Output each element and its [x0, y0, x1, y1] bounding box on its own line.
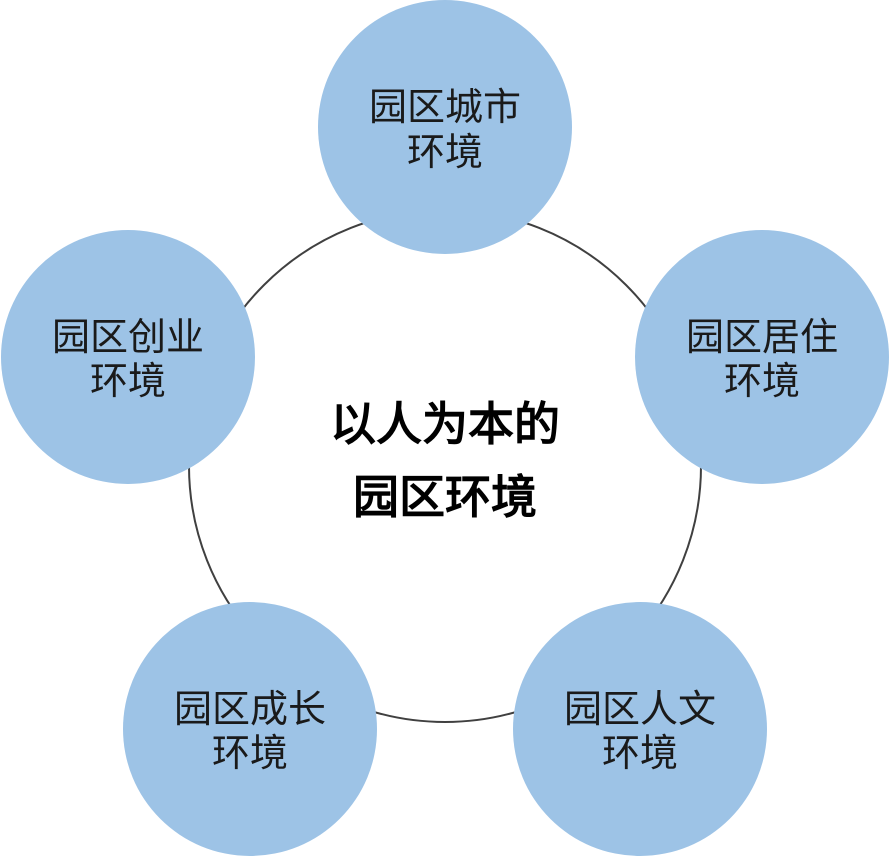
- node-city-environment: 园区城市 环境: [318, 0, 572, 254]
- node-startup-environment: 园区创业 环境: [1, 230, 255, 484]
- node-label-line-1: 园区城市: [369, 85, 521, 129]
- center-title-line-1: 以人为本的: [330, 397, 560, 451]
- node-circle: [123, 602, 377, 856]
- node-label-line-2: 环境: [407, 130, 483, 174]
- node-circle: [1, 230, 255, 484]
- node-label-line-2: 环境: [212, 731, 288, 775]
- node-circle: [318, 0, 572, 254]
- node-cultural-environment: 园区人文 环境: [513, 602, 767, 856]
- node-label-line-2: 环境: [90, 359, 166, 403]
- node-label-line-2: 环境: [724, 359, 800, 403]
- node-label-line-2: 环境: [602, 731, 678, 775]
- node-label-line-1: 园区人文: [564, 687, 716, 731]
- center-title-line-2: 园区环境: [353, 470, 537, 524]
- node-label-line-1: 园区创业: [52, 315, 204, 359]
- node-label-line-1: 园区居住: [686, 315, 838, 359]
- node-circle: [513, 602, 767, 856]
- node-growth-environment: 园区成长 环境: [123, 602, 377, 856]
- node-residential-environment: 园区居住 环境: [635, 230, 889, 484]
- node-circle: [635, 230, 889, 484]
- node-label-line-1: 园区成长: [174, 687, 326, 731]
